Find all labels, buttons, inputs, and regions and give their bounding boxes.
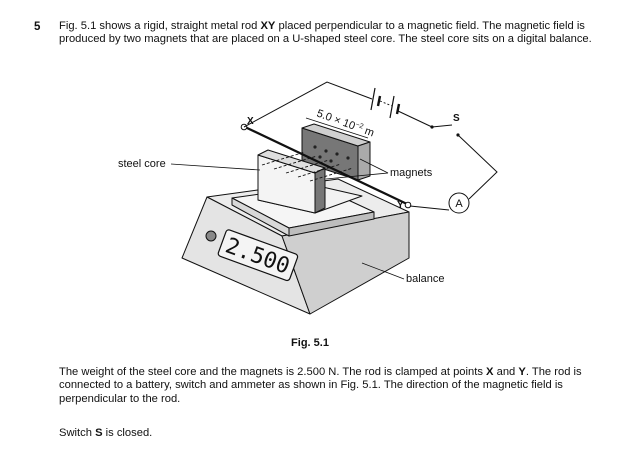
switch-s: S [95,427,103,439]
field-dot [346,156,350,160]
leader-magnets-1 [359,158,389,174]
para-text-1: The weight of the steel core and the mag… [59,366,487,378]
label-x: X [247,116,254,127]
field-line [309,167,354,182]
display-screen [217,229,299,282]
field-dot [335,152,339,156]
label-balance: balance [406,273,445,285]
switch-contact [430,125,434,129]
field-line [285,159,330,174]
para-x: X [486,366,494,378]
field-dot [329,159,333,163]
intro-paragraph: Fig. 5.1 shows a rigid, straight metal r… [59,20,599,47]
description-paragraph: The weight of the steel core and the mag… [59,366,599,406]
magnet-dots [313,145,350,163]
balance-pan-edge-2 [288,211,375,237]
field-dot [313,145,317,149]
switch-text-1: Switch [59,427,96,439]
ammeter-icon [448,192,470,214]
intro-text-2: placed perpendicular to a magnetic field… [59,20,592,46]
field-dot [324,149,328,153]
battery-plate-short [376,95,382,107]
para-text-3: . The rod is connected to a battery, swi… [59,366,582,405]
ammeter-label: A [455,198,463,210]
intro-text-1: Fig. 5.1 shows a rigid, straight metal r… [59,20,261,32]
leader-magnets-2 [325,172,389,180]
switch-sentence: Switch S is closed. [59,427,152,439]
leader-balance [361,262,405,280]
intro-rod-label: XY [260,20,276,32]
dimension-line [305,117,369,139]
circuit-wires [243,81,498,211]
battery-plate-long [370,87,376,111]
field-dot [318,155,322,159]
core-front-arm-side [314,167,326,214]
label-magnets: magnets [390,167,433,179]
para-text-2: and [493,366,519,378]
battery-plate-short [395,103,401,115]
power-button-icon [205,230,217,242]
wire-x-to-battery [243,81,373,128]
steel-core [257,123,371,214]
dimension-exponent: −2 [354,121,364,130]
rod-xy [244,126,408,205]
label-y: Y [397,200,404,211]
battery [370,87,401,119]
switch-blade [431,124,453,128]
wire-battery-to-switch [397,110,433,128]
field-line [261,151,306,166]
switch-contact [456,133,460,137]
wire-switch-to-ammeter [457,134,498,200]
wire-ammeter-to-y [409,205,450,211]
battery-plate-long [389,95,395,119]
label-steel-core: steel core [118,158,166,170]
question-number: 5 [34,21,41,33]
dimension-unit: m [360,124,376,139]
clamp-y [404,201,412,209]
figure-caption: Fig. 5.1 [291,337,329,349]
battery-gap [379,100,393,107]
switch-text-2: is closed. [102,427,153,439]
leader-steel-core [170,163,261,171]
field-line [297,163,342,178]
label-s: S [453,113,460,124]
para-y: Y [518,366,526,378]
